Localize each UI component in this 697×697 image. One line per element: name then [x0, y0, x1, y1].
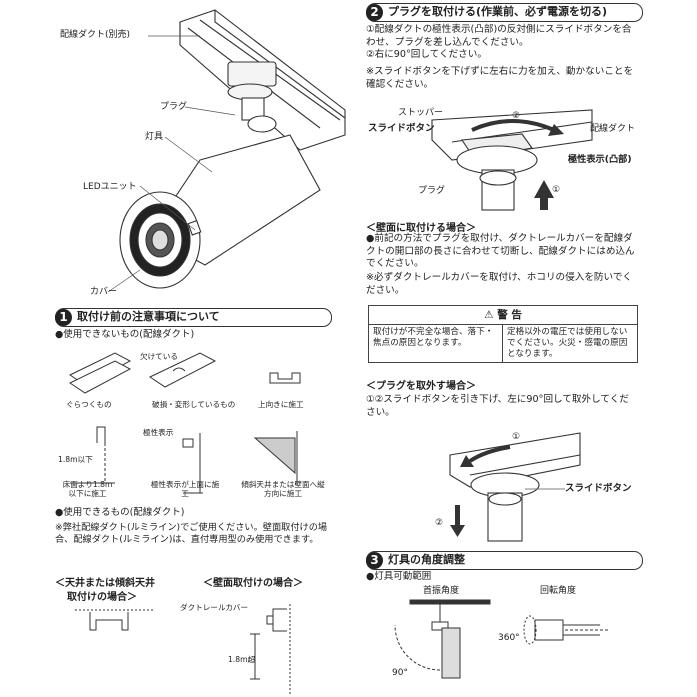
wall-install-note: ※必ずダクトレールカバーを取付け、ホコリの侵入を防いでください。	[366, 272, 633, 296]
plug-label-2: プラグ	[418, 186, 446, 196]
duct-rail-cover-label: ダクトレールカバー	[180, 603, 249, 612]
tilt-value: 90°	[392, 668, 408, 678]
polarity-label: 極性表示(凸部)	[568, 154, 632, 165]
angle-diagram	[394, 599, 610, 679]
remove-slide-button-label: スライドボタン	[565, 483, 632, 494]
plug-remove-drawing	[449, 432, 581, 542]
item5-callout: 極性表示	[143, 428, 174, 437]
stopper-label: ストッパー	[398, 108, 444, 118]
item4-callout: 1.8m以下	[58, 455, 93, 464]
step2-mark: ②	[512, 111, 521, 121]
plug-label: プラグ	[160, 102, 188, 112]
warning-box: ⚠ 警 告 取付けが不完全な場合、落下・焦点の原因となります。 定格以外の電圧で…	[368, 305, 638, 363]
section3-title: 3 灯具の角度調整	[366, 551, 465, 569]
cover-label: カバー	[90, 287, 118, 297]
can-use-heading: ●使用できるもの(配線ダクト)	[55, 507, 185, 518]
duct-label-2: 配線ダクト	[590, 124, 636, 134]
section1-title-text: 取付け前の注意事項について	[77, 310, 220, 323]
section2-step1: ①配線ダクトの極性表示(凸部)の反対側にスライドボタンを合わせ、プラグを差し込ん…	[366, 24, 632, 48]
section2-number: 2	[366, 3, 383, 21]
tilt-angle-label: 首振角度	[423, 586, 460, 596]
ceiling-title-line1: ＜天井または傾斜天井	[55, 578, 155, 589]
fixture-drawing	[107, 9, 346, 293]
item5-caption: 極性表示が上面に施工	[150, 480, 220, 499]
warning-right-text: 定格以外の電圧では使用しないでください。火災・感電の原因となります。	[507, 327, 628, 360]
section2-note: ※スライドボタンを下げずに左右に力を加え、動かないことを確認ください。	[366, 66, 634, 90]
rotate-value: 360°	[498, 633, 520, 643]
ceiling-title-line2: 取付けの場合＞	[67, 592, 137, 603]
section2-title: 2 プラグを取付ける(作業前、必ず電源を切る)	[366, 3, 607, 21]
warning-divider	[502, 325, 503, 362]
remove-title: ＜プラグを取外す場合＞	[366, 381, 476, 392]
slide-button-label: スライドボタン	[368, 123, 435, 134]
wall-mount-title: ＜壁面取付けの場合＞	[203, 578, 303, 589]
item2-caption: 破損・変形しているもの	[152, 400, 236, 409]
section2-title-text: プラグを取付ける(作業前、必ず電源を切る)	[388, 5, 608, 18]
item6-caption: 傾斜天井または壁面へ縦方向に施工	[241, 480, 325, 499]
height-label: 1.8m超	[228, 655, 256, 664]
cannot-use-heading: ●使用できないもの(配線ダクト)	[55, 329, 195, 340]
warning-header: ⚠ 警 告	[369, 306, 637, 325]
step1-mark: ①	[552, 185, 561, 195]
fixture-label: 灯具	[145, 132, 164, 142]
section3-number: 3	[366, 551, 383, 569]
section2-step2: ②右に90°回してください。	[366, 49, 487, 60]
item2-callout: 欠けている	[140, 352, 178, 361]
remove-step2: ②	[435, 518, 444, 528]
movable-range-label: ●灯具可動範囲	[366, 571, 432, 582]
warning-icon: ⚠	[484, 309, 494, 321]
item4-caption: 床面より1.8m以下に施工	[62, 480, 113, 499]
item3-caption: 上向きに施工	[258, 400, 304, 409]
warning-left-text: 取付けが不完全な場合、落下・焦点の原因となります。	[373, 327, 494, 349]
item1-caption: ぐらつくもの	[66, 400, 112, 409]
wall-install-title: ＜壁面に取付ける場合＞	[366, 223, 476, 234]
section3-title-text: 灯具の角度調整	[388, 553, 465, 566]
section1-note: ※弊社配線ダクト(ルミライン)でご使用ください。壁面取付けの場合、配線ダクト(ル…	[55, 522, 328, 546]
section1-title: 1 取付け前の注意事項について	[55, 308, 220, 326]
duct-label: 配線ダクト(別売)	[60, 30, 131, 40]
remove-step1: ①	[512, 432, 521, 442]
can-use-figures	[75, 604, 291, 694]
remove-text: ①②スライドボタンを引き下げ、左に90°回して取外してください。	[366, 394, 629, 418]
fixture-illustration: 配線ダクト(別売) プラグ 灯具 LEDユニット カバー	[0, 0, 350, 300]
plug-mount-drawing	[431, 109, 593, 211]
warning-title: 警 告	[497, 309, 522, 321]
cannot-use-figures	[68, 352, 301, 494]
wall-install-text: ●前記の方法でプラグを取付け、ダクトレールカバーを配線ダクトの開口部の長さに合わ…	[366, 233, 635, 270]
rotation-angle-label: 回転角度	[540, 586, 577, 596]
section1-number: 1	[55, 308, 72, 326]
led-unit-label: LEDユニット	[83, 182, 137, 192]
